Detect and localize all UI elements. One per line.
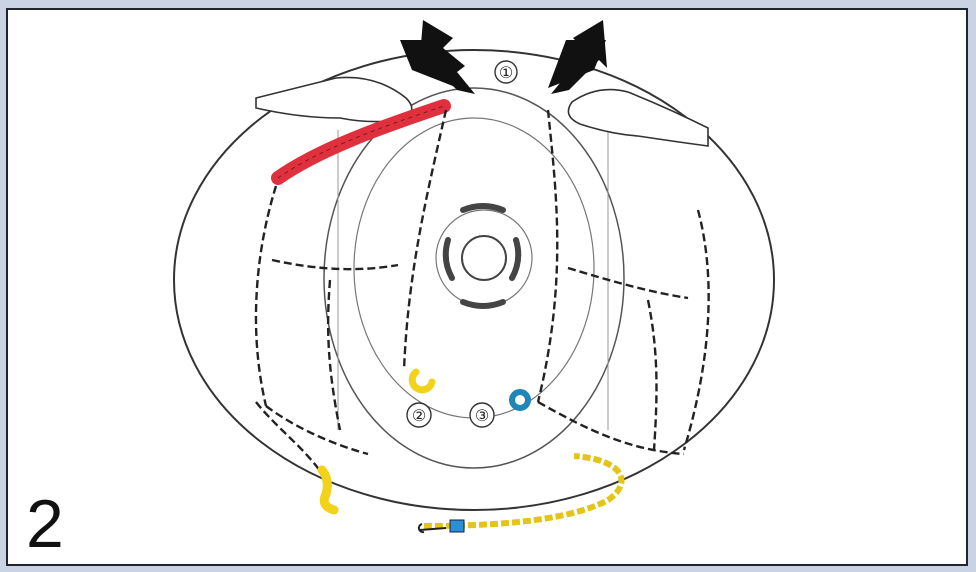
- svg-text:②: ②: [412, 406, 426, 425]
- tire-chain-illustration: ① ② ③: [8, 10, 966, 564]
- callout-3: ③: [470, 403, 494, 427]
- callout-1: ①: [495, 61, 517, 83]
- instruction-panel: ① ② ③ 2: [6, 8, 968, 566]
- step-number: 2: [26, 490, 64, 558]
- svg-text:③: ③: [475, 406, 489, 425]
- svg-text:①: ①: [499, 63, 513, 82]
- callout-2: ②: [407, 403, 431, 427]
